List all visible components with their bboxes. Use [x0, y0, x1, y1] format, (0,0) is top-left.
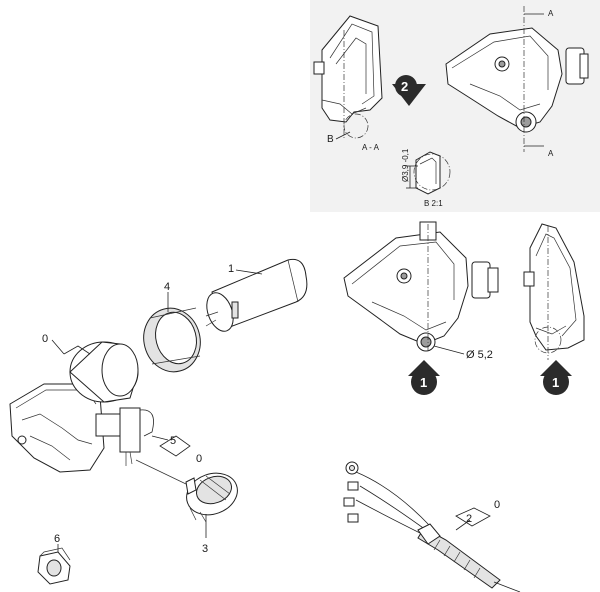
callout-2: 2	[466, 513, 472, 525]
a-bottom-label: A	[548, 149, 554, 158]
part-1-capacitor	[205, 258, 308, 332]
part-6-clip	[37, 547, 71, 585]
step-badge-1-right-number: 1	[552, 375, 559, 390]
dim-52-label: Ø 5,2	[466, 349, 493, 361]
dim-39-label: Ø3,9 -0,1	[401, 148, 410, 182]
step-badge-2-number: 2	[401, 79, 408, 94]
part-0-motor-assembly	[9, 341, 154, 473]
housing-side-view	[523, 223, 585, 360]
section-aa-label: A - A	[362, 143, 380, 152]
housing-front-view	[343, 221, 499, 355]
step-badge-1-left-number: 1	[420, 375, 427, 390]
callout-2-variant: 0	[494, 499, 500, 511]
detail-b-view	[406, 151, 451, 195]
callout-5-variant: 0	[196, 453, 202, 465]
callout-0: 0	[42, 333, 48, 345]
part-2-cable-harness	[343, 461, 521, 592]
part-4-ring	[143, 307, 201, 373]
detail-panel-top: B A - A 2 A A	[310, 0, 600, 212]
housing-view-section-marks	[445, 6, 589, 152]
callout-6: 6	[54, 533, 60, 545]
step-badge-1-right: 1	[540, 360, 572, 395]
housing-section-view-aa	[313, 15, 383, 140]
b-scale-label: B 2:1	[424, 199, 443, 208]
step-badge-1-left: 1	[408, 360, 440, 395]
callout-5: 5	[170, 435, 176, 447]
callout-3: 3	[202, 543, 208, 555]
callout-1: 1	[228, 263, 234, 275]
part-3-knob	[135, 459, 238, 523]
a-top-label: A	[548, 9, 554, 18]
b-marker-label: B	[327, 134, 334, 145]
step-badge-2: 2	[392, 75, 426, 106]
callout-4: 4	[164, 281, 170, 293]
